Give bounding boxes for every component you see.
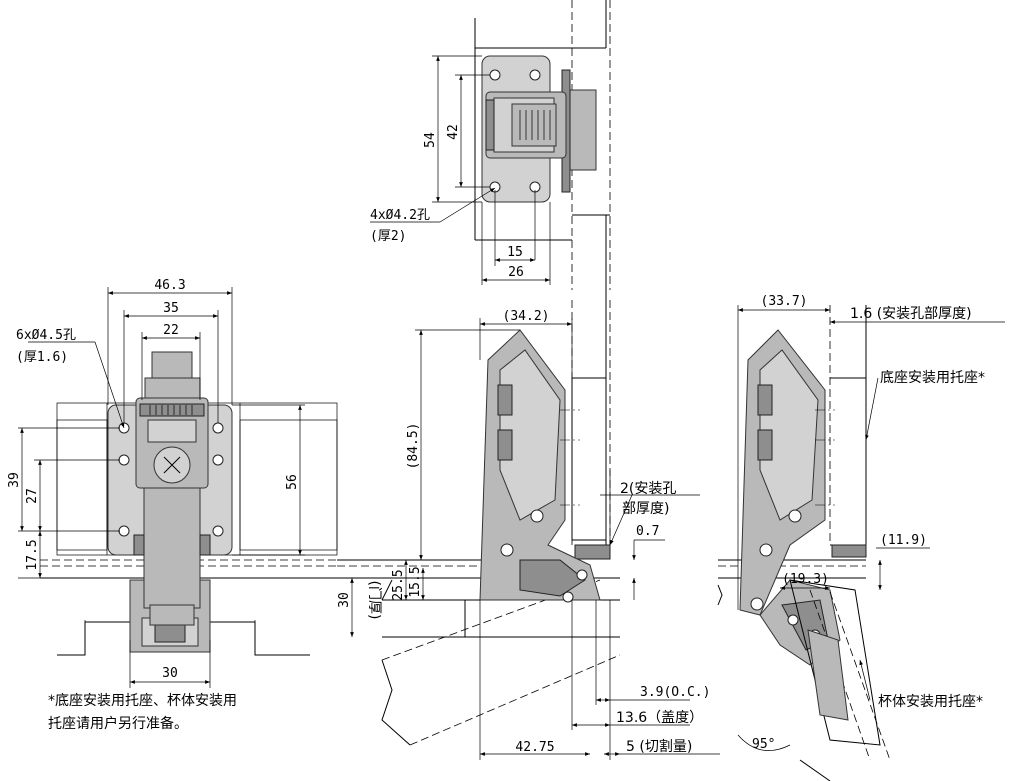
dim-0-7: 0.7 <box>636 524 659 539</box>
base-bracket-label: 底座安装用托座* <box>880 370 985 386</box>
dim-54: 54 <box>423 132 438 148</box>
dim-30-front: 30 <box>162 666 178 681</box>
dim-34-2: (34.2) <box>503 309 550 324</box>
front-hole-note: 6xØ4.5孔 <box>16 328 76 343</box>
dim-19-3: (19.3) <box>782 572 829 587</box>
cup-bracket-label: 杯体安装用托座* <box>878 694 983 710</box>
dim-17-5: 17.5 <box>25 539 40 570</box>
front-hole-note-2: (厚1.6) <box>16 350 68 365</box>
dim-30-door: 30 <box>337 592 352 608</box>
dim-39: 39 <box>7 472 22 488</box>
footnote-line2: 托座请用户另行准备。 <box>48 715 188 732</box>
dim-84-5: (84.5) <box>406 423 421 470</box>
top-hole-note-2: (厚2) <box>370 229 406 244</box>
dim-25-5: 25.5 <box>391 569 406 600</box>
front-top-knob <box>151 351 193 381</box>
side-view-open <box>717 305 1005 781</box>
dim-35: 35 <box>163 301 179 316</box>
dim-3-9: 3.9(O.C.) <box>640 685 710 700</box>
side-view-closed <box>337 290 720 760</box>
dim-5: 5 (切割量) <box>626 738 692 755</box>
dim-42-75: 42.75 <box>515 740 554 755</box>
dim-15-5: 15.5 <box>408 566 423 597</box>
mount-thickness: 2(安装孔 <box>620 481 676 497</box>
dim-1-6: 1.6 (安装孔部厚度) <box>850 306 972 322</box>
open-angle: 95° <box>752 737 775 752</box>
footnote-line1: *底座安装用托座、杯体安装用 <box>48 693 237 709</box>
top-hole-note: 4xØ4.2孔 <box>370 208 430 223</box>
dim-15: 15 <box>507 245 523 260</box>
front-view <box>18 287 338 688</box>
dim-42: 42 <box>446 124 461 140</box>
dim-11-9: (11.9) <box>880 533 927 548</box>
mount-thickness-2: 部厚度) <box>622 501 669 517</box>
front-hinge-arm <box>143 487 201 609</box>
dim-27: 27 <box>25 488 40 504</box>
dim-33-7: (33.7) <box>761 294 808 309</box>
dimension-labels: 54 42 15 26 4xØ4.2孔 (厚2) 46.3 35 22 39 2… <box>7 124 985 755</box>
door-thickness: (门厚) <box>366 581 382 620</box>
dim-56: 56 <box>285 474 300 490</box>
top-holes <box>489 69 541 193</box>
dim-22: 22 <box>163 323 179 338</box>
top-side-bracket <box>565 89 597 171</box>
top-view <box>370 0 611 290</box>
dim-46-3: 46.3 <box>154 278 185 293</box>
dim-26: 26 <box>508 265 524 280</box>
dim-13-6: 13.6（盖度） <box>616 710 703 726</box>
closed-frame-edge <box>574 544 611 560</box>
